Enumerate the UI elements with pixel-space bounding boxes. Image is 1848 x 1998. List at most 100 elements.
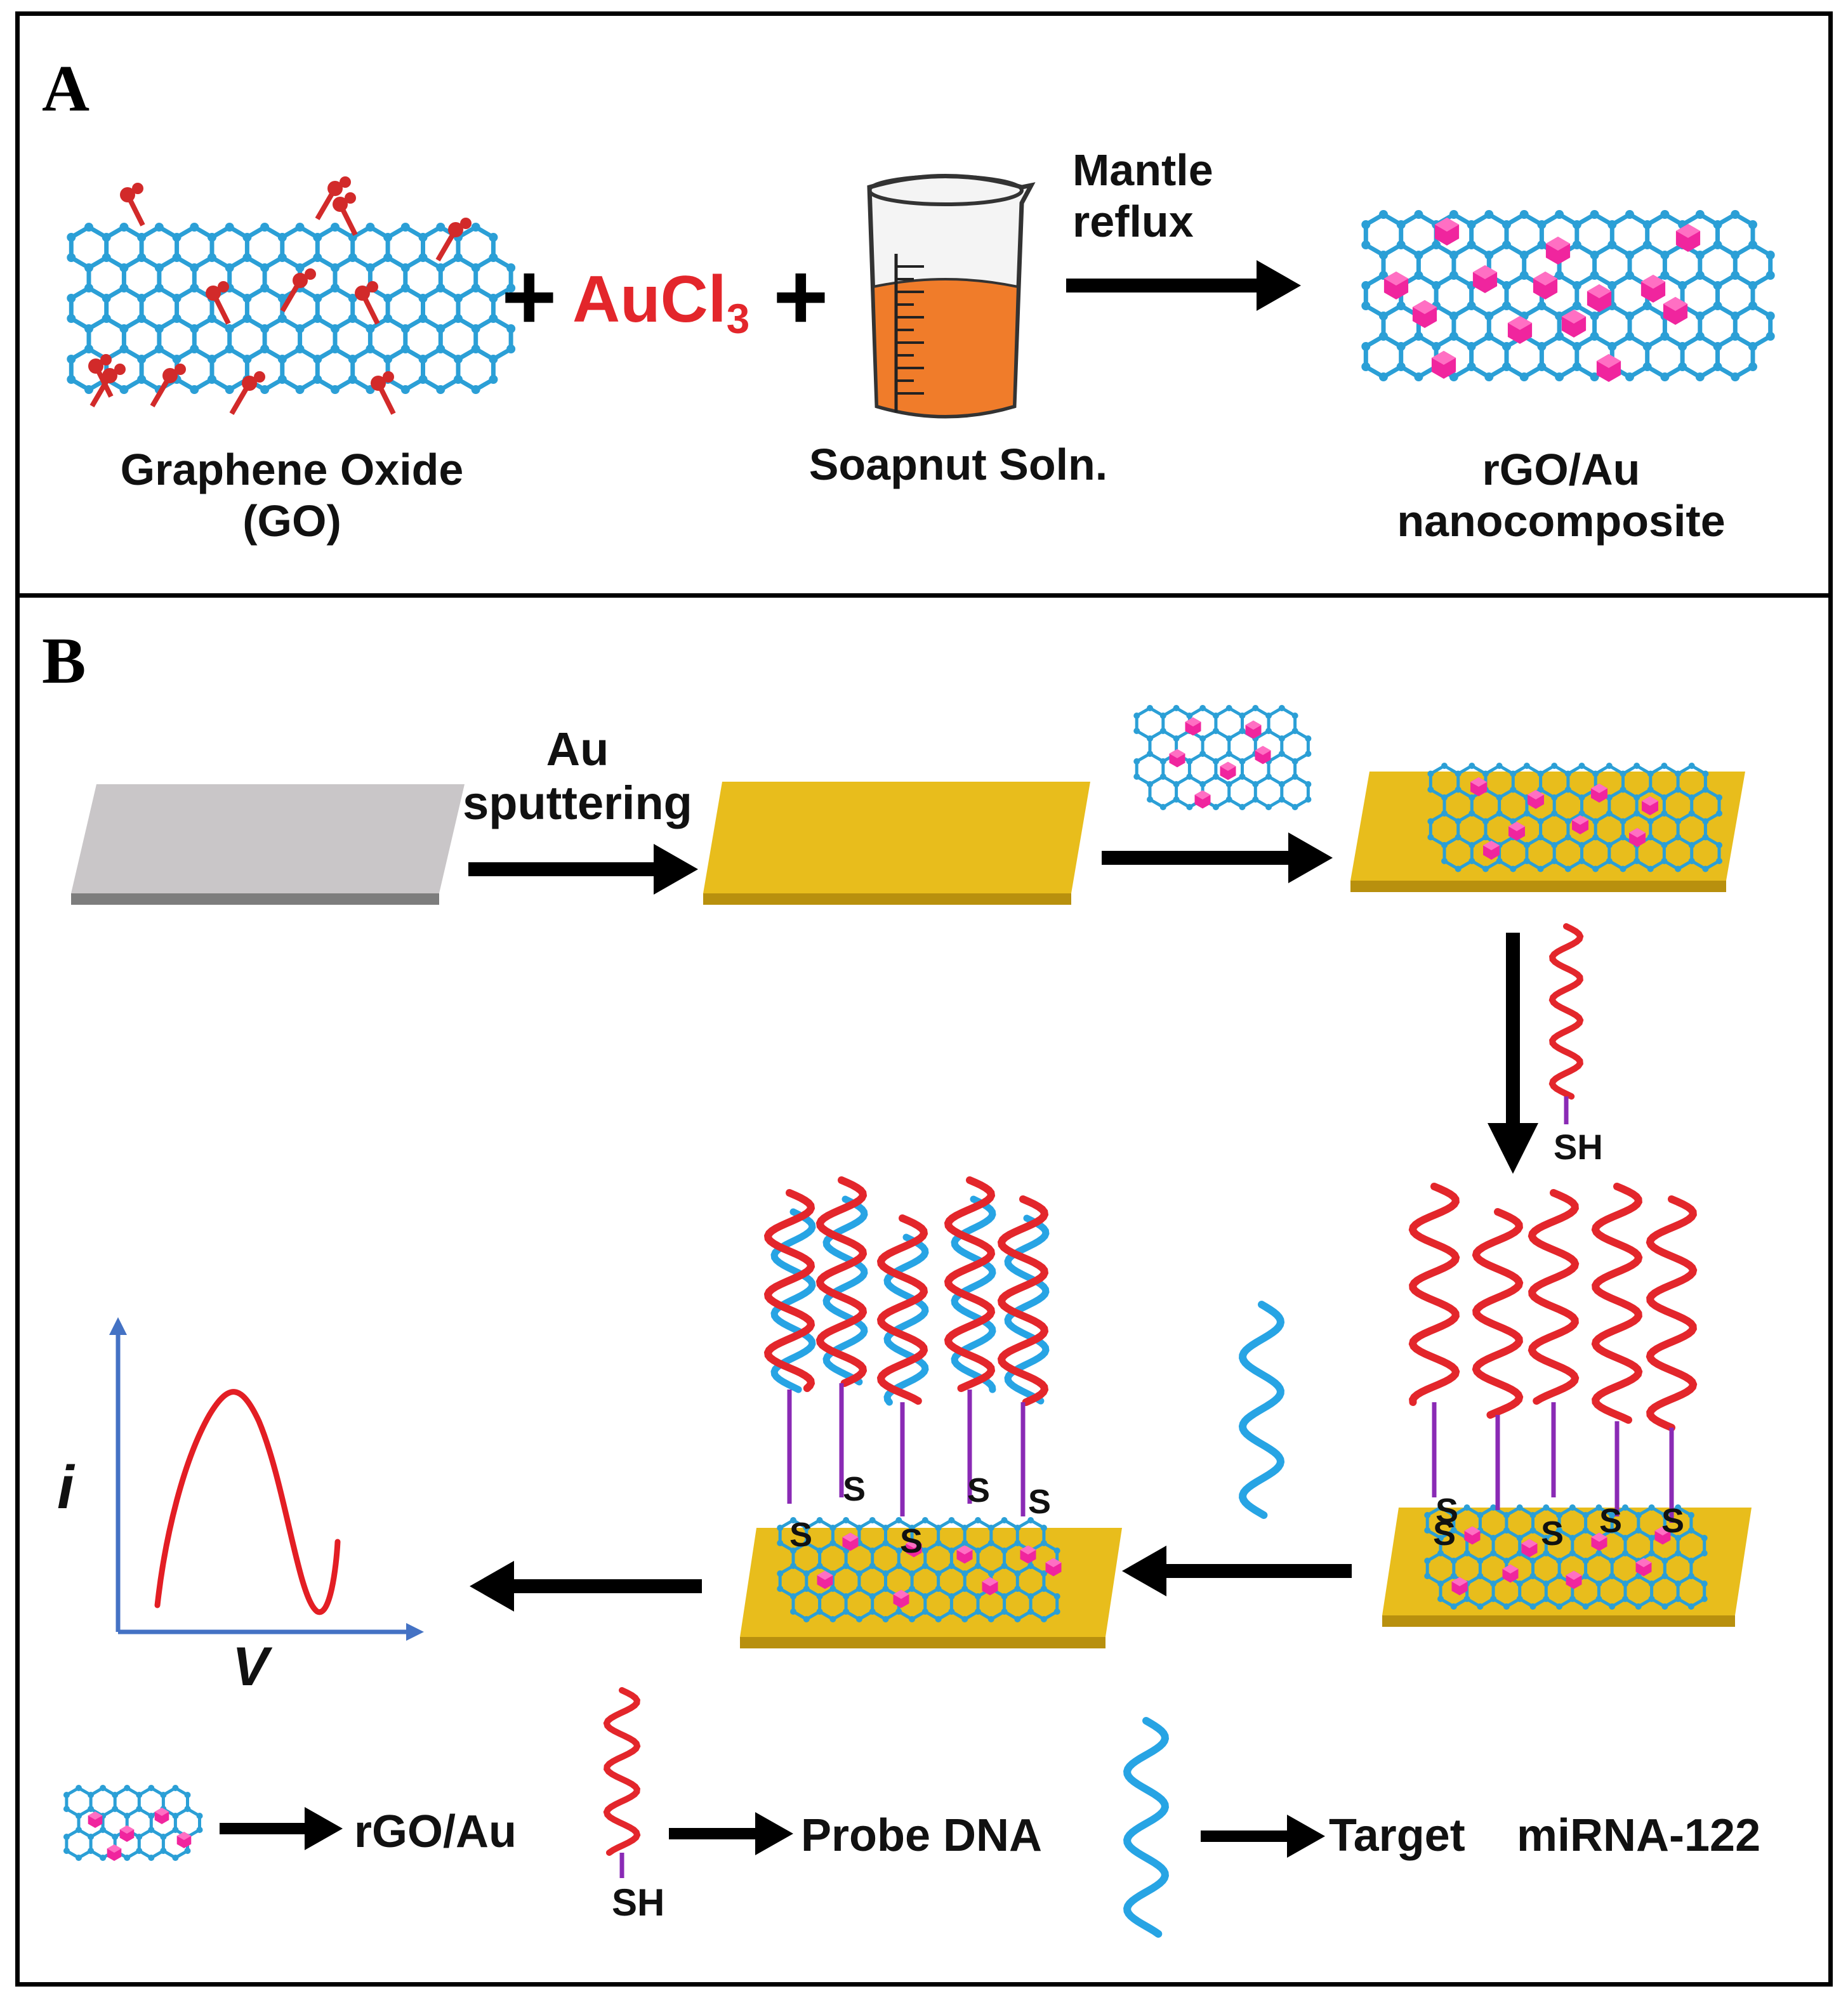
lattice-atom [1199, 781, 1206, 787]
lattice-atom [1590, 210, 1599, 219]
thiol-s-label: S [1436, 1492, 1459, 1530]
lattice-atom [260, 345, 270, 353]
lattice-atom [1519, 271, 1529, 280]
lattice-atom [1572, 281, 1581, 290]
lattice-atom [400, 263, 410, 272]
lattice-atom [1455, 834, 1462, 841]
lattice-atom [1675, 770, 1682, 777]
au-nanoparticle-highlight [154, 1808, 169, 1816]
lattice-atom [1648, 1535, 1655, 1541]
go-label: Graphene Oxide(GO) [89, 444, 495, 546]
lattice-atom [1212, 773, 1219, 780]
lattice-atom [1572, 301, 1581, 310]
lattice-atom [436, 284, 446, 292]
lattice-atom [1606, 810, 1613, 817]
lattice-atom [948, 1608, 955, 1615]
lattice-atom [63, 1792, 70, 1798]
lattice-atom [1441, 842, 1448, 848]
au-nanoparticle-highlight [1545, 237, 1571, 251]
lattice-atom [1449, 271, 1458, 280]
lattice-atom [148, 1855, 155, 1861]
lattice-atom [277, 314, 287, 323]
lattice-atom [948, 1548, 955, 1554]
lattice-atom [1014, 1586, 1021, 1592]
lattice-atom [1305, 796, 1312, 803]
hydrogen-atom [254, 371, 265, 383]
rgo-au-flake [777, 1517, 1062, 1622]
lattice-atom [961, 1586, 968, 1592]
lattice-atom [436, 223, 446, 232]
lattice-atom [1590, 271, 1599, 280]
lattice-atom [790, 1548, 796, 1554]
lattice-atom [137, 253, 147, 262]
lattice-atom [400, 284, 410, 292]
lattice-atom [1572, 362, 1581, 371]
lattice-atom [1569, 1550, 1576, 1556]
lattice-atom [471, 385, 480, 394]
hydrogen-atom [175, 364, 186, 375]
reflux-label: reflux [1072, 196, 1194, 246]
lattice-atom [1490, 1550, 1497, 1556]
lattice-atom [1701, 1581, 1708, 1587]
lattice-atom [1040, 1570, 1047, 1577]
lattice-atom [921, 1563, 928, 1569]
lattice-atom [1463, 1550, 1470, 1556]
lattice-atom [295, 345, 305, 353]
lattice-atom [1766, 332, 1775, 341]
au-nanoparticle-highlight [842, 1532, 859, 1542]
dna-strands [603, 923, 1698, 1938]
lattice-atom [1647, 865, 1654, 872]
lattice-atom [76, 1813, 82, 1819]
lattice-atom [1133, 773, 1140, 780]
lattice-atom [1396, 240, 1406, 249]
lattice-atom [1477, 1573, 1484, 1579]
lattice-atom [829, 1540, 836, 1546]
lattice-atom [1551, 842, 1558, 848]
lattice-atom [1701, 1550, 1708, 1556]
oxygen-atom [355, 286, 370, 301]
lattice-atom [160, 1792, 167, 1798]
lattice-atom [882, 1616, 889, 1622]
lattice-atom [1748, 342, 1757, 351]
lattice-atom [348, 314, 357, 323]
au-nanoparticle-highlight [1628, 828, 1646, 838]
lattice-atom [1648, 1596, 1655, 1602]
mantle-label: Mantle [1072, 145, 1213, 195]
lattice-atom [1225, 796, 1232, 803]
lattice-atom [1516, 1535, 1523, 1541]
thiol-s-label: S [900, 1522, 923, 1560]
lattice-atom [921, 1593, 928, 1600]
lattice-atom [1687, 1558, 1694, 1564]
lattice-atom [1133, 713, 1140, 719]
lattice-atom [1053, 1548, 1060, 1554]
lattice-atom [961, 1540, 968, 1546]
lattice-atom [102, 233, 111, 242]
au-nanoparticle-highlight [1470, 777, 1488, 787]
lattice-atom [1606, 763, 1613, 769]
lattice-atom [348, 253, 357, 262]
lattice-atom [1543, 1581, 1550, 1587]
lattice-atom [987, 1540, 994, 1546]
lattice-atom [242, 233, 252, 242]
lattice-atom [1291, 804, 1298, 810]
lattice-atom [1040, 1616, 1047, 1622]
lattice-atom [1186, 713, 1193, 719]
lattice-atom [260, 284, 270, 292]
lattice-atom [816, 1548, 823, 1554]
lattice-atom [1361, 301, 1371, 310]
lattice-atom [909, 1570, 916, 1577]
lattice-atom [137, 294, 147, 303]
thiol-s-label: S [1028, 1483, 1052, 1521]
lattice-atom [1695, 332, 1705, 341]
lattice-atom [1556, 1512, 1563, 1518]
lattice-atom [1582, 1512, 1589, 1518]
lattice-atom [100, 1855, 107, 1861]
lattice-atom [1252, 705, 1259, 711]
lattice-atom [1427, 834, 1434, 841]
lattice-atom [313, 233, 322, 242]
beaker-rim [868, 174, 1024, 206]
lattice-atom [88, 1834, 95, 1840]
lattice-atom [1523, 842, 1530, 848]
au-nanoparticle-highlight [1587, 284, 1612, 298]
au-nanoparticle-highlight [1571, 815, 1589, 825]
